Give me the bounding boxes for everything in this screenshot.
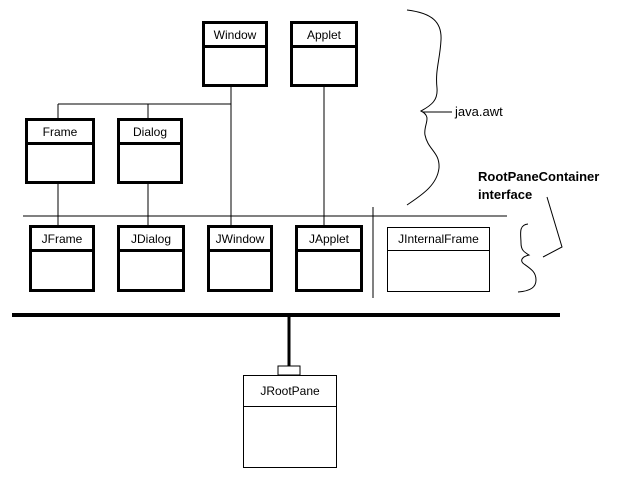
class-label: JWindow (215, 231, 265, 246)
class-title-jinternalframe: JInternalFrame (388, 228, 489, 251)
class-label: Frame (42, 124, 78, 139)
class-title-japplet: JApplet (298, 228, 360, 252)
class-body-jwindow (210, 252, 270, 286)
class-title-jdialog: JDialog (120, 228, 182, 252)
class-label: Applet (306, 27, 342, 42)
class-label: JApplet (308, 231, 350, 246)
interface-label: interface (478, 187, 533, 202)
awt-package-label: java.awt (455, 104, 503, 119)
class-body-jinternalframe (388, 251, 489, 290)
class-label: JRootPane (260, 384, 320, 398)
class-box-frame: Frame (25, 118, 95, 184)
class-body-jrootpane (244, 407, 336, 466)
class-title-jrootpane: JRootPane (244, 376, 336, 407)
awt-brace (406, 9, 442, 206)
class-label: JInternalFrame (398, 232, 479, 246)
class-body-jframe (32, 252, 92, 286)
class-body-jdialog (120, 252, 182, 286)
rootpane-container-brace (517, 223, 537, 293)
class-body-dialog (120, 145, 180, 178)
class-title-jframe: JFrame (32, 228, 92, 252)
class-body-window (205, 48, 265, 81)
class-box-jdialog: JDialog (117, 225, 185, 292)
rootpane-label-pointer-line (542, 196, 563, 258)
class-title-dialog: Dialog (120, 121, 180, 145)
class-box-jrootpane: JRootPane (243, 375, 337, 468)
class-box-japplet: JApplet (295, 225, 363, 292)
class-body-frame (28, 145, 92, 178)
class-box-window: Window (202, 21, 268, 87)
class-title-applet: Applet (293, 24, 355, 48)
class-box-dialog: Dialog (117, 118, 183, 184)
class-title-window: Window (205, 24, 265, 48)
class-box-jframe: JFrame (29, 225, 95, 292)
class-title-jwindow: JWindow (210, 228, 270, 252)
class-title-frame: Frame (28, 121, 92, 145)
class-box-jwindow: JWindow (207, 225, 273, 292)
class-label: JFrame (41, 231, 83, 246)
class-body-japplet (298, 252, 360, 286)
jrootpane-connector-tab (277, 365, 301, 376)
class-box-applet: Applet (290, 21, 358, 87)
class-label: JDialog (130, 231, 172, 246)
class-label: Window (213, 27, 257, 42)
class-body-applet (293, 48, 355, 81)
rootpane-container-label: RootPaneContainer (478, 169, 600, 184)
class-label: Dialog (132, 124, 168, 139)
class-box-jinternalframe: JInternalFrame (387, 227, 490, 292)
